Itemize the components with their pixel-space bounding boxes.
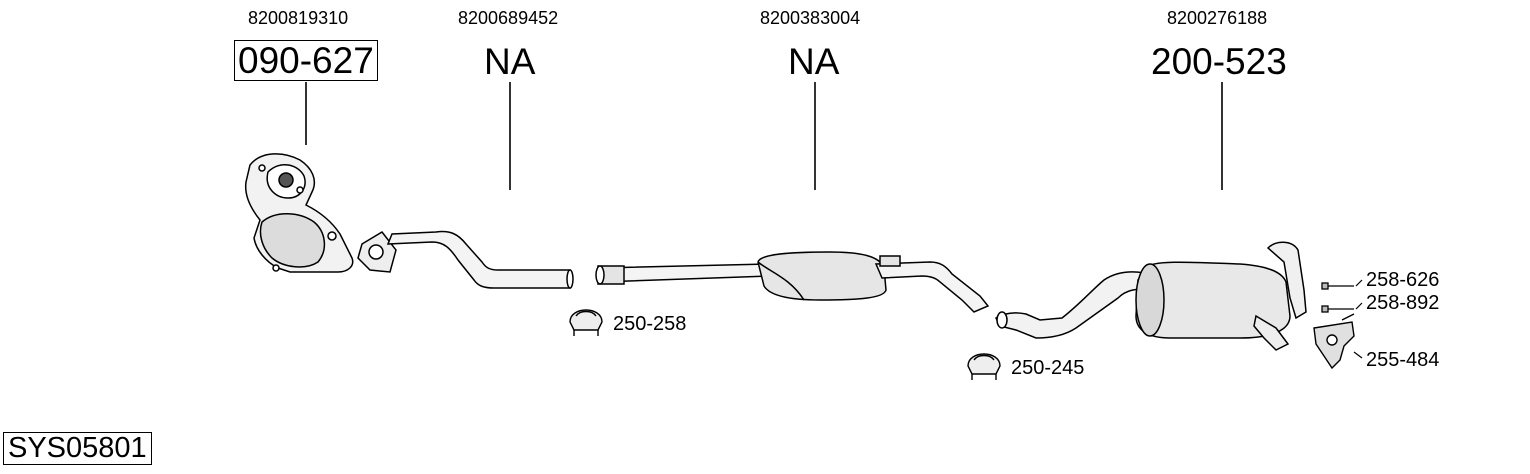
bolt-1-icon	[1321, 282, 1354, 290]
part-2-oem-number: 8200689452	[458, 8, 559, 28]
center-silencer	[595, 251, 990, 313]
clamp-1-icon	[569, 309, 603, 336]
bolt-2-code[interactable]: 258-892	[1366, 292, 1440, 314]
part-3-oem-number: 8200383004	[760, 8, 861, 28]
pointer-bolt-1	[1355, 279, 1363, 287]
bolt-2-icon	[1321, 305, 1354, 313]
clamp-1-code[interactable]: 250-258	[613, 313, 687, 335]
part-3-code[interactable]: NA	[788, 41, 840, 82]
pointer-hanger	[1353, 351, 1363, 359]
clamp-2-code[interactable]: 250-245	[1011, 357, 1085, 379]
part-2-code[interactable]: NA	[484, 41, 536, 82]
part-4-code[interactable]: 200-523	[1151, 41, 1287, 82]
part-1-oem-number: 8200819310	[248, 8, 349, 28]
front-pipe	[357, 230, 574, 289]
part-4-oem-number: 8200276188	[1167, 8, 1268, 28]
pointer-bolt-2	[1355, 302, 1363, 310]
hanger-code[interactable]: 255-484	[1366, 349, 1440, 371]
catalytic-converter	[244, 153, 354, 273]
rear-silencer	[995, 241, 1307, 351]
system-code: SYS05801	[3, 432, 152, 465]
hanger-icon	[1313, 313, 1355, 370]
part-1-code[interactable]: 090-627	[234, 40, 378, 81]
bolt-1-code[interactable]: 258-626	[1366, 269, 1440, 291]
clamp-2-icon	[967, 353, 1001, 380]
